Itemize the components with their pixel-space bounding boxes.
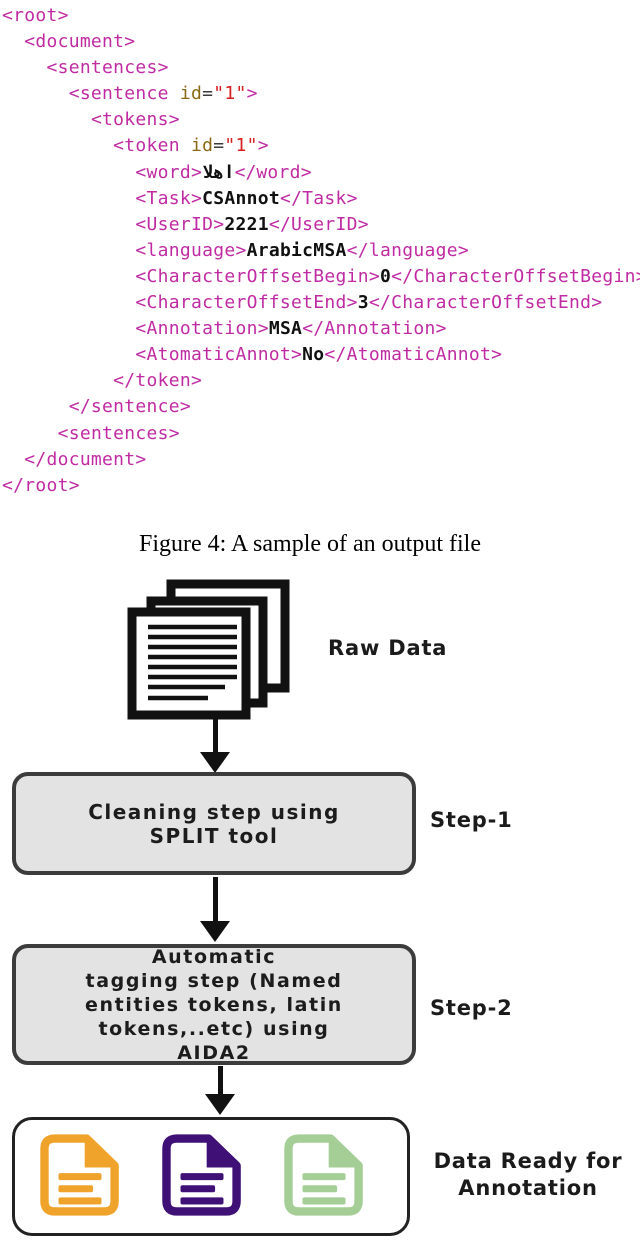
step2-box: Automatic tagging step (Named entities t… xyxy=(12,944,416,1065)
step1-box-text: Cleaning step using xyxy=(88,799,340,824)
figure-caption: Figure 4: A sample of an output file xyxy=(139,531,481,557)
arrow-down-icon xyxy=(200,714,230,773)
document-icon-orange xyxy=(33,1132,127,1222)
step2-box-text: tokens,..etc) using xyxy=(98,1017,330,1040)
arrow-down-icon xyxy=(200,877,230,942)
document-icon-green xyxy=(277,1132,371,1222)
output-data-label: Data Ready for Annotation xyxy=(416,1148,640,1202)
document-icon-purple xyxy=(155,1132,249,1222)
step2-box-text: tagging step (Named xyxy=(85,969,343,992)
step1-label: Step-1 xyxy=(430,808,513,832)
step1-box-text: SPLIT tool xyxy=(149,823,279,848)
arrow-down-icon xyxy=(205,1066,235,1115)
output-data-label-line: Annotation xyxy=(458,1176,598,1200)
output-data-label-line: Data Ready for xyxy=(433,1149,623,1173)
step1-box: Cleaning step using SPLIT tool xyxy=(12,772,416,875)
step2-box-text: Automatic xyxy=(151,945,277,968)
step2-box-text: entities tokens, latin xyxy=(85,993,343,1016)
stacked-documents-icon xyxy=(127,579,290,720)
output-data-box xyxy=(12,1117,410,1236)
step2-label: Step-2 xyxy=(430,996,513,1020)
raw-data-label: Raw Data xyxy=(328,636,448,660)
xml-code-block: <root> <document> <sentences> <sentence … xyxy=(2,5,640,496)
step2-box-text: AIDA2 xyxy=(177,1041,251,1064)
